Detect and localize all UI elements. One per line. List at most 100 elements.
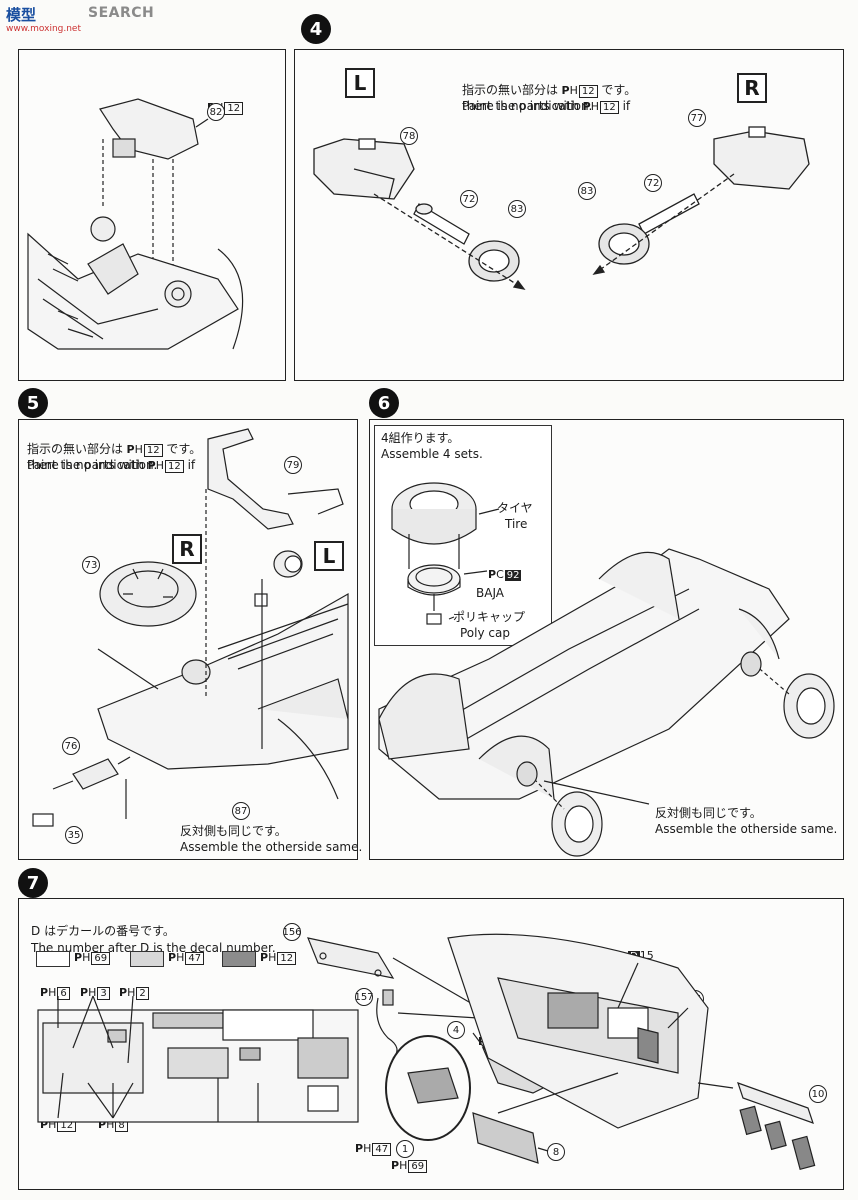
step6-number: 6 <box>369 388 399 418</box>
note-jp2: です。 <box>601 83 637 97</box>
step6-sets-en: Assemble 4 sets. <box>381 447 483 461</box>
paint-code-letter: C <box>496 568 504 581</box>
part-83-callout-left: 83 <box>508 200 526 218</box>
paint-code-letter: H <box>127 986 136 999</box>
part-83-callout-right: 83 <box>578 182 596 200</box>
step5-illustration <box>32 428 349 827</box>
step6-polycap-jp: ポリキャップ <box>453 610 526 624</box>
paint-num-box: 12 <box>165 460 184 473</box>
decal-letter-box: D <box>140 941 150 955</box>
paint-num-box: 47 <box>185 952 205 965</box>
legend-swatch-dark <box>222 951 256 967</box>
step5-number: 5 <box>18 388 48 418</box>
decal-jp-text: はデカールの番号です。 <box>44 924 175 938</box>
step5-left-label: L <box>314 541 344 571</box>
paint-num-box: 12 <box>600 101 619 114</box>
paint-code-letter: H <box>176 951 185 964</box>
paint-num-box: 47 <box>372 1143 392 1156</box>
part-35-callout: 35 <box>65 826 83 844</box>
step6-other-en: Assemble the otherside same. <box>655 822 838 836</box>
part-78-callout: 78 <box>400 127 418 145</box>
paint-code-letter: H <box>155 459 164 472</box>
paint-code-letter: H <box>48 986 57 999</box>
step4-left-label: L <box>345 68 375 98</box>
paint-code-letter: H <box>268 951 277 964</box>
paint-code-letter: H <box>134 443 143 456</box>
note-en-text: Paint the parts with <box>27 458 145 472</box>
step4-number: 4 <box>301 14 331 44</box>
paint-code-letter: H <box>569 84 578 97</box>
step3-illustration <box>27 98 244 350</box>
part-4-callout: 4 <box>447 1021 465 1039</box>
legend-swatch-white <box>36 951 70 967</box>
part-72-callout-right: 72 <box>644 174 662 192</box>
paint-num-box: 92 <box>504 570 522 581</box>
paint-num-box: 12 <box>277 952 297 965</box>
note-jp2: です。 <box>166 442 202 456</box>
step6-tire-en: Tire <box>505 517 528 531</box>
watermark-url: www.moxing.net <box>6 24 81 34</box>
paint-code-letter: H <box>106 1118 115 1131</box>
paint-code-letter: H <box>399 1159 408 1172</box>
paint-code-letter: H <box>363 1142 372 1155</box>
paint-num-box: 6 <box>57 987 70 1000</box>
decal-en-text2: is the decal number. <box>153 941 276 955</box>
part-1-callout: 1 <box>396 1140 414 1158</box>
step5-right-label: R <box>172 534 202 564</box>
part-79-callout: 79 <box>284 456 302 474</box>
part-156-callout: 156 <box>282 923 302 941</box>
part-8-callout: 8 <box>547 1143 565 1161</box>
step6-sets-jp: 4組作ります。 <box>381 431 460 445</box>
part-77-callout: 77 <box>688 109 706 127</box>
step4-right-label: R <box>737 73 767 103</box>
part-87-callout: 87 <box>232 802 250 820</box>
step7-number: 7 <box>18 868 48 898</box>
step6-illustration <box>378 482 835 857</box>
paint-num-box: 2 <box>136 987 149 1000</box>
watermark-search: SEARCH <box>88 5 155 21</box>
step6-tire-jp: タイヤ <box>497 501 533 515</box>
part-10-callout: 10 <box>809 1085 827 1103</box>
step4-panel <box>294 49 844 381</box>
step4-illustration <box>313 126 810 290</box>
decal-letter-box: D <box>31 924 41 938</box>
paint-num-box: 12 <box>143 444 163 457</box>
note-jp: 指示の無い部分は <box>462 83 559 97</box>
legend-swatch-light <box>130 951 164 967</box>
paint-num-box: 12 <box>578 85 598 98</box>
note-en-if: if <box>187 458 196 472</box>
paint-code-letter: H <box>590 100 599 113</box>
paint-code-letter: H <box>82 951 91 964</box>
note-en-if: if <box>622 99 631 113</box>
step5-note-en3: there is no indication. <box>27 458 158 472</box>
step6-other-jp: 反対側も同じです。 <box>655 806 762 820</box>
step6-polycap-en: Poly cap <box>460 626 510 640</box>
note-en-text: Paint the parts with <box>462 99 580 113</box>
part-76-callout: 76 <box>62 737 80 755</box>
paint-num-box: 69 <box>408 1160 428 1173</box>
step5-other-jp: 反対側も同じです。 <box>180 824 287 838</box>
step6-wheel-name: BAJA <box>476 586 504 600</box>
paint-num-box: 12 <box>224 102 244 115</box>
paint-code-letter: H <box>88 986 97 999</box>
paint-code-letter: H <box>48 1118 57 1131</box>
paint-num-box: 3 <box>97 987 110 1000</box>
watermark-logo: 模型 <box>6 6 37 24</box>
paint-num-box: 69 <box>91 952 111 965</box>
note-jp: 指示の無い部分は <box>27 442 124 456</box>
part-82-callout: 82 <box>207 103 225 121</box>
part-73-callout: 73 <box>82 556 100 574</box>
